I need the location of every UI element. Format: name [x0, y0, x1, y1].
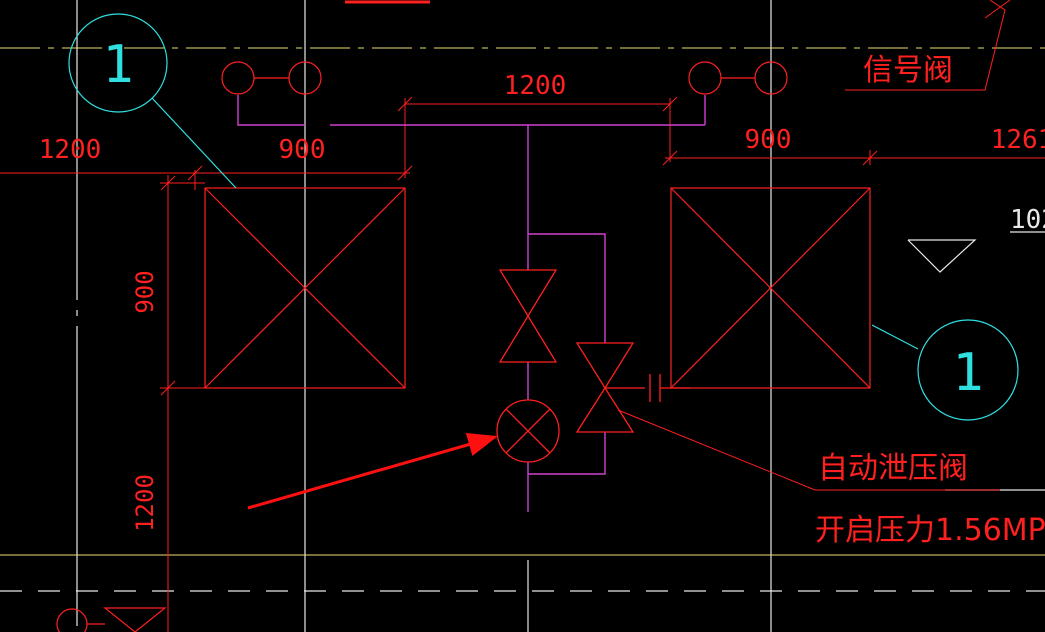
dim-tick [160, 175, 176, 191]
callout-leader [151, 97, 237, 189]
dim-left-offset: 1200 [39, 135, 102, 165]
signal-valve-icon [688, 61, 722, 95]
pipe-bypass-top [528, 233, 606, 343]
callout-number-right: 1 [952, 343, 983, 403]
white-grid-lines [76, 0, 772, 632]
dim-right-offset: 1261 [991, 125, 1045, 155]
dim-left-lower: 1200 [131, 474, 159, 532]
dim-tick [862, 150, 878, 166]
dim-tick [187, 165, 203, 181]
magenta-piping [237, 95, 706, 512]
gate-valve-icon[interactable] [498, 269, 558, 363]
relief-valve-leader [617, 409, 1000, 491]
signal-valve-circles [221, 61, 788, 95]
dim-right-width: 900 [745, 125, 792, 155]
yellow-dashed-lines [0, 47, 1045, 556]
label-relief-valve: 自动泄压阀 [818, 451, 968, 486]
bottom-left-valve-icon [56, 607, 167, 632]
dim-top-span: 1200 [504, 71, 567, 101]
right-equipment-box[interactable] [670, 187, 871, 389]
left-equipment-box[interactable] [204, 187, 406, 389]
label-opening-pressure: 开启压力1.56MPa [815, 513, 1045, 548]
dim-tick [160, 380, 176, 396]
relief-valve-icon[interactable] [575, 342, 690, 433]
pipe-left-top [237, 95, 305, 126]
dim-tick [397, 96, 413, 112]
callout-number-left: 1 [102, 35, 133, 95]
dim-left-height: 900 [131, 270, 159, 313]
signal-valve-leader-tip [984, 0, 1011, 19]
callout-right[interactable] [871, 319, 1019, 421]
dim-tick [662, 96, 678, 112]
dim-tick [662, 150, 678, 166]
callout-bubble [917, 319, 1019, 421]
annotation-arrow [247, 432, 498, 510]
dim-tick [397, 165, 413, 181]
label-signal-valve: 信号阀 [863, 53, 953, 88]
callout-left[interactable] [68, 13, 237, 189]
signal-valve-leader [845, 0, 1006, 91]
flow-indicator-icon[interactable] [496, 399, 560, 463]
dim-left-width: 900 [279, 135, 326, 165]
signal-valve-icon [221, 61, 255, 95]
level-triangle-icon [907, 239, 977, 273]
level-mark: 102 [1010, 205, 1045, 235]
callout-leader [871, 324, 919, 350]
pipe-bypass-bottom [528, 432, 606, 475]
callout-bubble [68, 13, 168, 113]
